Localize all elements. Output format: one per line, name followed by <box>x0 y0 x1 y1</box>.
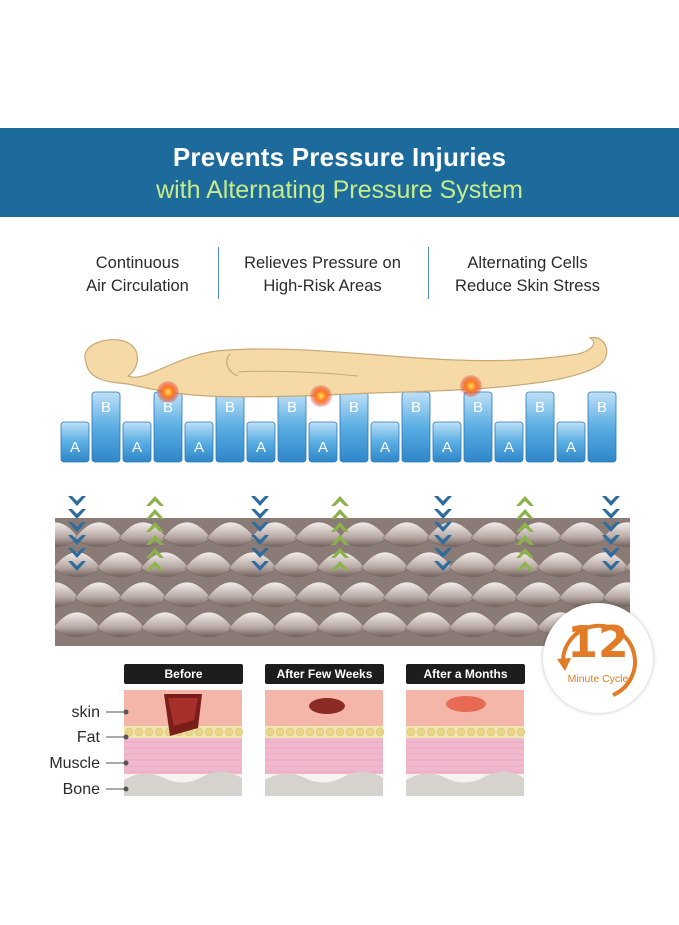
cell-label: A <box>318 439 328 456</box>
cell-a: A <box>494 421 524 463</box>
cell-label: A <box>566 439 576 456</box>
feature-1-line2: Air Circulation <box>86 277 189 295</box>
cell-label: A <box>194 439 204 456</box>
layer-label-bone: Bone <box>62 781 100 798</box>
header-subtitle: with Alternating Pressure System <box>156 176 523 204</box>
feature-divider <box>218 247 219 299</box>
feature-2-line2: High-Risk Areas <box>263 277 382 295</box>
cell-a: A <box>246 421 276 463</box>
cell-label: B <box>597 399 607 416</box>
cell-label: B <box>163 399 173 416</box>
arrow-down-icon <box>602 496 620 571</box>
cell-b: B <box>401 391 431 463</box>
cell-label: B <box>473 399 483 416</box>
cell-a: A <box>122 421 152 463</box>
cycle-badge: 12 Minute Cycle <box>543 603 653 713</box>
cell-label: A <box>132 439 142 456</box>
cell-b: B <box>463 391 493 463</box>
feature-3-line1: Alternating Cells <box>467 254 588 272</box>
air-bubble <box>624 561 630 572</box>
air-mattress-surface <box>55 496 630 646</box>
air-bubble <box>602 581 630 608</box>
pressure-point-icon <box>157 381 179 403</box>
cell-a: A <box>60 421 90 463</box>
body-on-cells-illustration: A B A B A B A B A B A B A B A B A B <box>60 337 617 463</box>
cell-a: A <box>432 421 462 463</box>
layer-label-muscle: Muscle <box>49 755 100 772</box>
layer-label-fat: Fat <box>76 729 100 746</box>
cell-label: B <box>101 399 111 416</box>
feature-2: Relieves Pressure on High-Risk Areas <box>225 252 420 298</box>
feature-divider <box>428 247 429 299</box>
pressure-point-icon <box>460 375 482 397</box>
stage-label-before: Before <box>124 664 243 684</box>
cell-label: B <box>411 399 421 416</box>
arrow-down-icon <box>434 496 452 571</box>
cell-a: A <box>308 421 338 463</box>
arrow-down-icon <box>251 496 269 571</box>
cell-label: B <box>287 399 297 416</box>
cell-label: B <box>349 399 359 416</box>
cell-label: A <box>504 439 514 456</box>
cycle-number: 12 <box>567 617 629 668</box>
layer-label-skin: skin <box>71 704 100 721</box>
cell-label: A <box>70 439 80 456</box>
feature-2-line1: Relieves Pressure on <box>244 254 401 272</box>
arrow-up-icon <box>146 496 164 571</box>
tissue-before <box>124 690 244 796</box>
cell-a: A <box>370 421 400 463</box>
cell-a: A <box>184 421 214 463</box>
feature-1: Continuous Air Circulation <box>70 252 205 298</box>
cell-b: B <box>277 391 307 463</box>
cell-a: A <box>556 421 586 463</box>
cell-b: B <box>587 391 617 463</box>
stage-label-months: After a Months <box>406 664 525 684</box>
cell-label: A <box>256 439 266 456</box>
header-title: Prevents Pressure Injuries <box>172 142 507 172</box>
arrow-up-icon <box>331 496 349 571</box>
cycle-caption: Minute Cycle <box>567 673 629 685</box>
cell-b: B <box>525 391 555 463</box>
cell-b: B <box>91 391 121 463</box>
cell-label: A <box>380 439 390 456</box>
cycle-arrow-icon <box>557 623 637 697</box>
cell-label: A <box>442 439 452 456</box>
layer-pointers <box>106 709 129 792</box>
stage-label-few-weeks: After Few Weeks <box>265 664 384 684</box>
feature-3-line2: Reduce Skin Stress <box>455 277 600 295</box>
cell-b: B <box>339 391 369 463</box>
tissue-few-weeks <box>265 690 385 796</box>
arrow-down-icon <box>68 496 86 571</box>
pressure-point-icon <box>310 385 332 407</box>
feature-3: Alternating Cells Reduce Skin Stress <box>435 252 620 298</box>
arrow-up-icon <box>516 496 534 571</box>
cell-b: B <box>215 391 245 463</box>
feature-1-line1: Continuous <box>95 254 180 272</box>
cell-label: B <box>535 399 545 416</box>
header-banner: Prevents Pressure Injuries with Alternat… <box>0 128 679 217</box>
tissue-months <box>406 690 526 796</box>
cell-label: B <box>225 399 235 416</box>
